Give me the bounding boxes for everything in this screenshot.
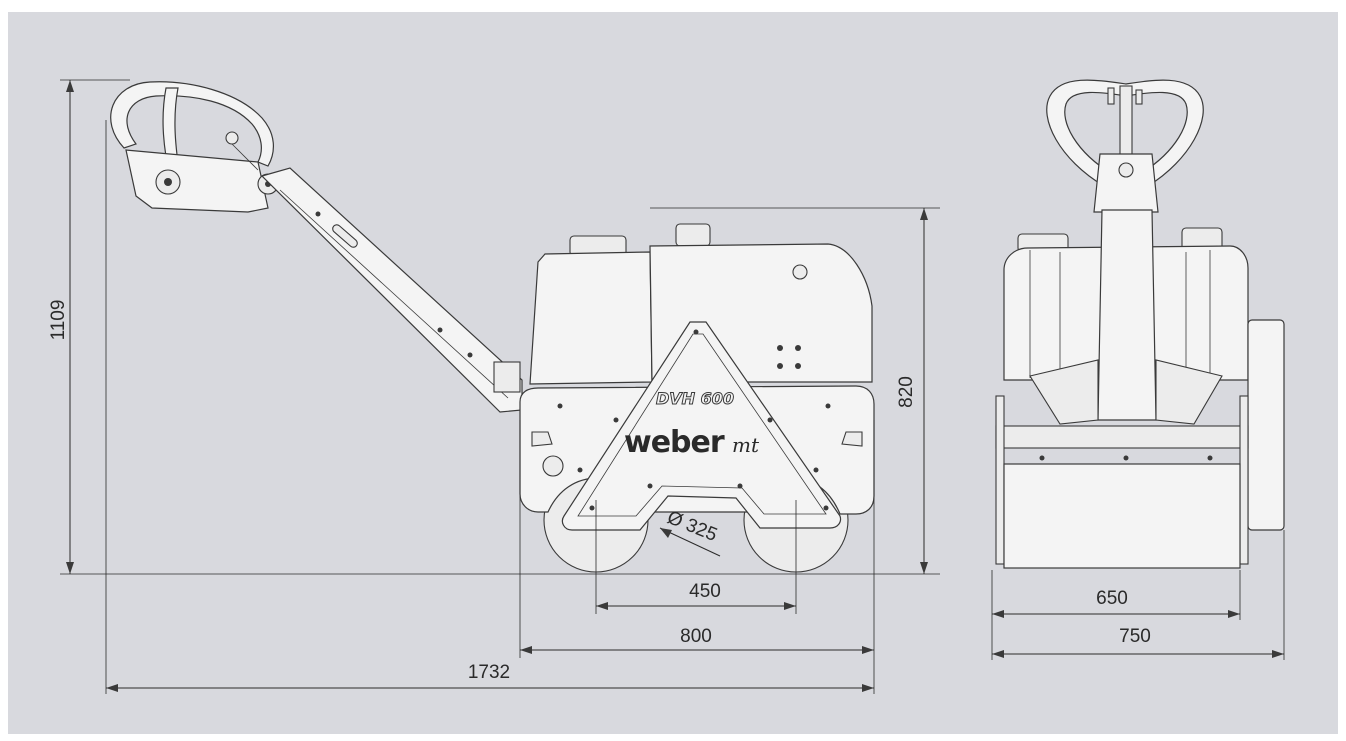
side-plate [561,321,842,531]
drawbar-slot [332,224,358,248]
vibrator-housing [1247,319,1285,531]
front-bolts [1039,455,1213,461]
front-handle-loop [1046,79,1204,187]
handle-head [125,149,269,213]
engine-housing [529,251,653,385]
front-handle-center [1119,85,1133,157]
label-length-body: 800 [680,626,712,647]
label-wheelbase: 450 [689,581,721,602]
drain-plug [542,455,564,477]
hood-vents [777,345,801,369]
handle-loop [110,81,274,167]
filler-cap [675,223,711,247]
brand-logo: weber [624,425,725,460]
front-view [995,79,1285,569]
front-drum-face [1003,463,1241,569]
label-length-total: 1732 [468,662,510,683]
brand-logo-suffix: mt [732,433,760,457]
label-height-total: 1109 [48,300,69,341]
front-crossbar [995,425,1249,449]
dimension-labels: 1109 820 Ø 325 450 800 1732 650 750 [48,300,1151,683]
front-drawbar [1097,209,1157,421]
dimension-lines [60,79,1285,694]
throttle-knob [225,131,239,145]
side-view: DVH 600 weber mt [110,81,875,573]
frame-bolts [557,329,831,511]
label-width-total: 750 [1119,626,1151,647]
model-label: DVH 600 [656,389,734,408]
label-drum-width: 650 [1096,588,1128,609]
front-handle-head [1093,153,1159,213]
lift-eye-front [841,431,863,447]
lift-eye-rear [531,431,553,447]
drawbar-bracket [493,361,521,393]
label-height-body: 820 [896,376,917,408]
